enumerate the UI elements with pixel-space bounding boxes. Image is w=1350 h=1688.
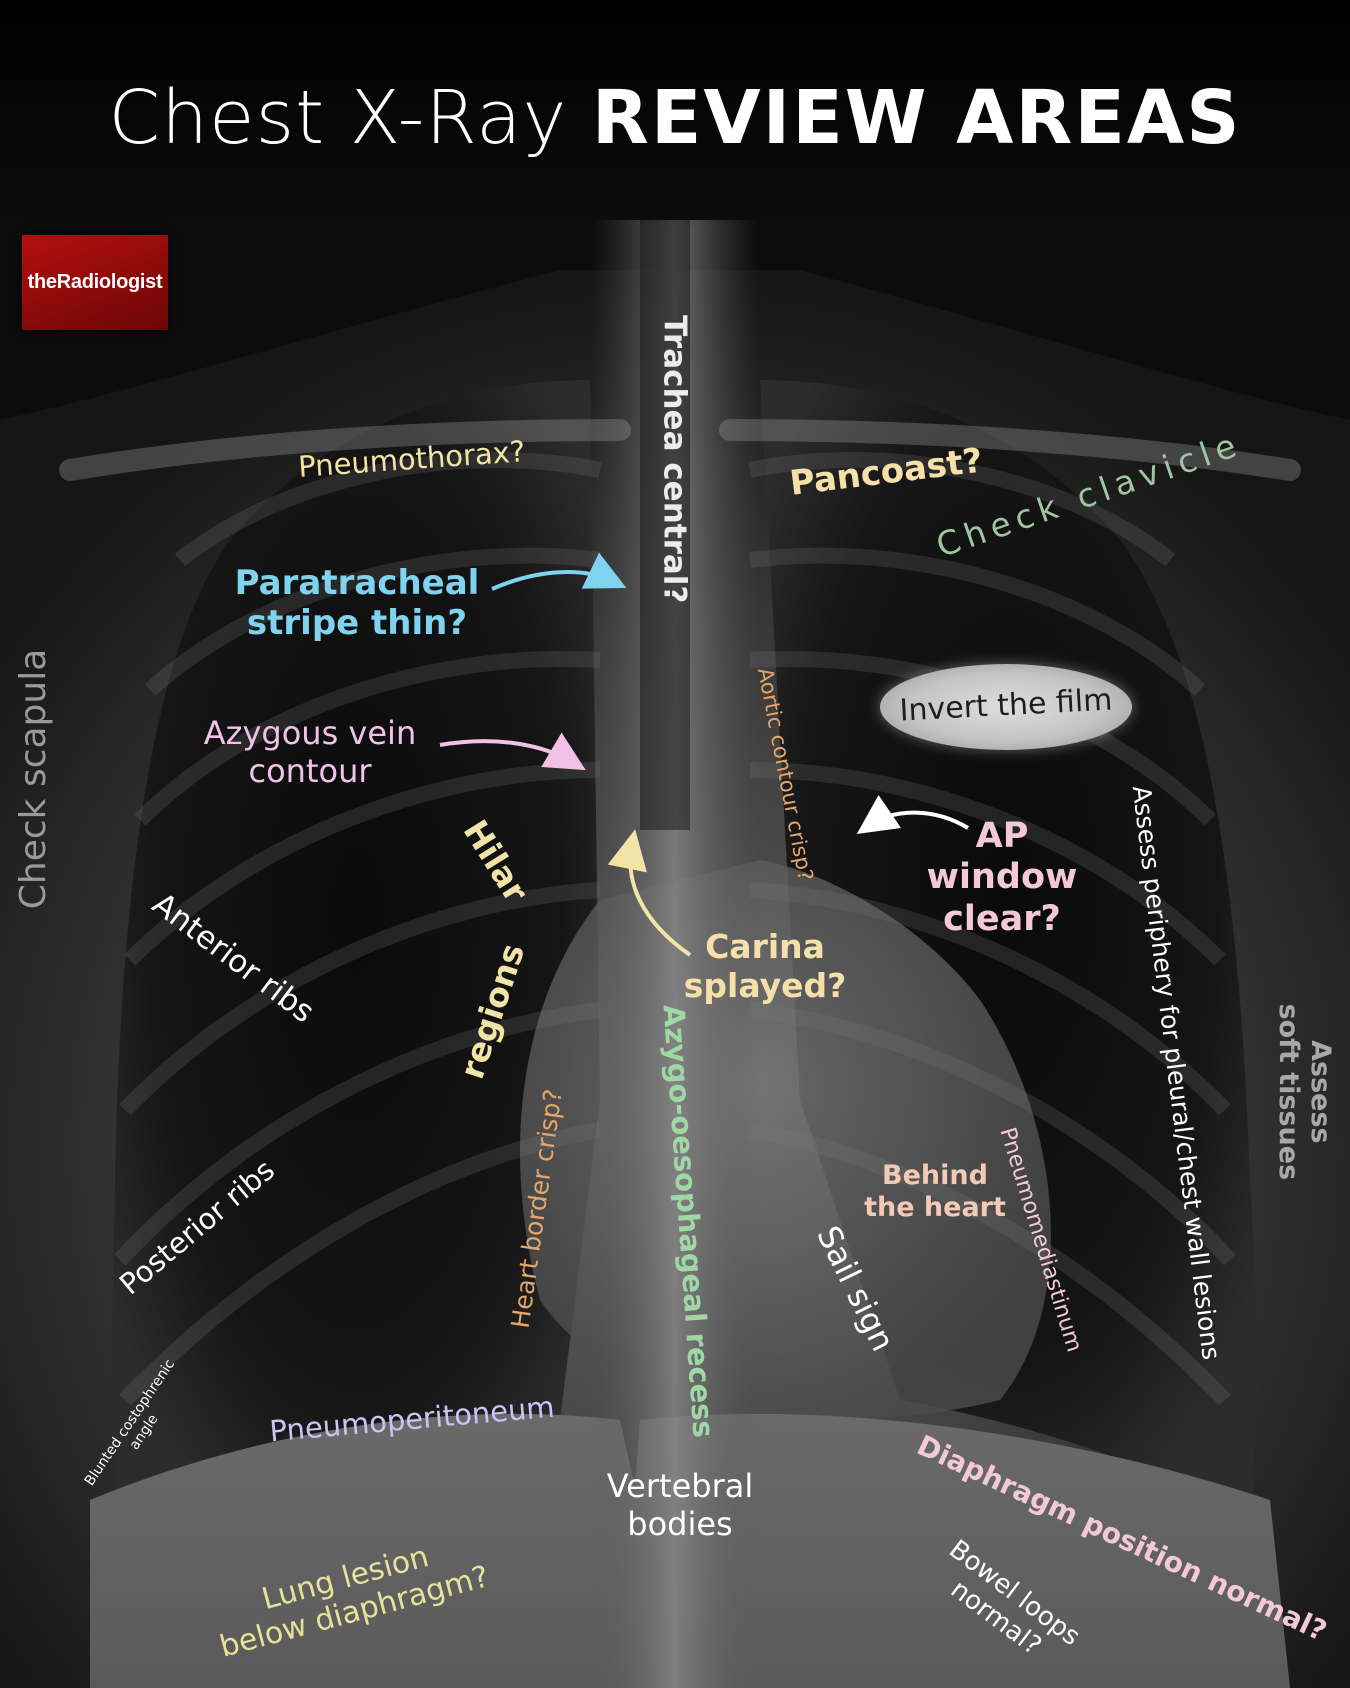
title-bold: REVIEW AREAS	[591, 75, 1242, 161]
label-vertebral-bodies: Vertebral bodies	[590, 1467, 770, 1544]
carina-arrow	[607, 829, 692, 957]
label-azygous-line2: contour	[248, 751, 372, 790]
right-hemidiaphragm	[90, 1413, 680, 1688]
page-title: Chest X-Ray REVIEW AREAS	[0, 75, 1350, 161]
paratracheal-arrow	[491, 552, 627, 591]
label-behind-heart-line1: Behind	[882, 1160, 988, 1191]
trachea-air-column	[640, 220, 690, 830]
left-hemidiaphragm	[620, 1413, 1290, 1688]
brand-logo: theRadiologist	[22, 235, 168, 330]
title-light: Chest X-Ray	[108, 75, 568, 161]
azygous-arrow	[439, 732, 586, 771]
label-ap-line1: AP	[975, 816, 1029, 856]
ap-window-arrow	[856, 794, 970, 834]
label-carina-line2: splayed?	[683, 965, 847, 1005]
label-vertebral-line1: Vertebral	[606, 1467, 754, 1505]
label-ap-window: AP window clear?	[906, 816, 1098, 940]
label-soft-tissues: Assess soft tissues	[1272, 992, 1336, 1192]
label-paratracheal-line1: Paratracheal	[234, 563, 480, 603]
label-ap-line3: clear?	[943, 898, 1061, 939]
label-paratracheal-line2: stripe thin?	[246, 603, 468, 644]
label-azygous-vein: Azygous vein contour	[192, 714, 428, 791]
label-carina: Carina splayed?	[665, 927, 865, 1006]
label-vertebral-line2: bodies	[627, 1504, 733, 1543]
inverted-film-inset	[880, 664, 1132, 750]
label-behind-heart-line2: the heart	[864, 1191, 1006, 1223]
label-soft-tissues-line1: Assess	[1304, 1040, 1336, 1144]
label-soft-tissues-line2: soft tissues	[1273, 1003, 1304, 1181]
label-paratracheal: Paratracheal stripe thin?	[232, 563, 482, 643]
label-azygous-line1: Azygous vein	[203, 714, 417, 752]
right-lung-field	[112, 380, 601, 1560]
brand-logo-text: theRadiologist	[27, 271, 163, 293]
clavicle-shadows	[59, 419, 1301, 481]
title-band	[0, 0, 1350, 230]
rib-shadows	[114, 452, 1236, 1406]
label-ap-line2: window	[926, 857, 1078, 898]
label-trachea: Trachea central?	[656, 315, 693, 604]
label-check-scapula: Check scapula	[12, 648, 54, 910]
label-behind-heart: Behind the heart	[855, 1160, 1015, 1224]
label-carina-line1: Carina	[705, 927, 825, 966]
